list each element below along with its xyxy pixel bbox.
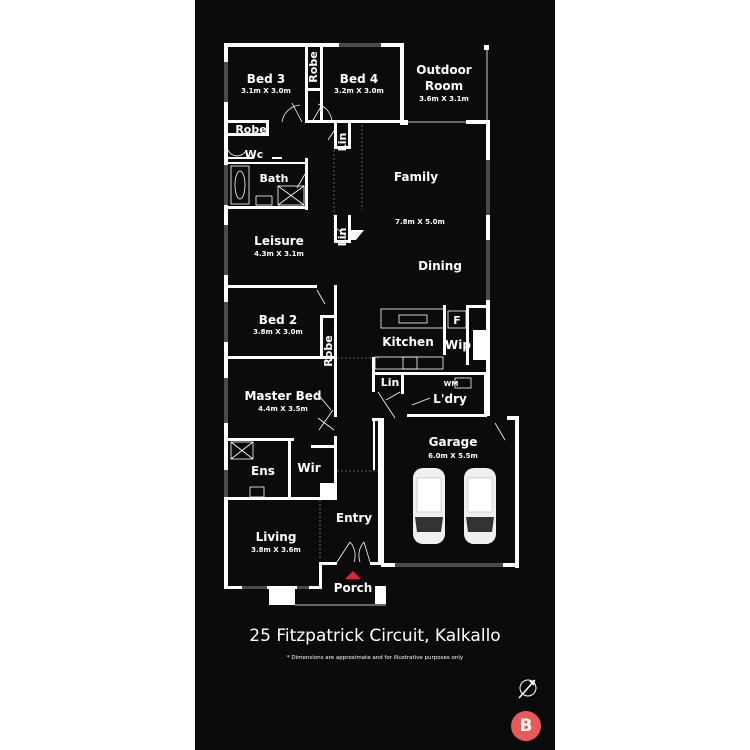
car-right	[464, 468, 496, 544]
entry-label: Entry	[336, 511, 372, 525]
wir-label: Wir	[297, 461, 320, 475]
leisure-dim: 4.3m X 3.1m	[254, 250, 304, 258]
garage-dim: 6.0m X 5.5m	[428, 452, 478, 460]
lin-kitchen-label: Lin	[381, 376, 400, 389]
living-dim: 3.8m X 3.6m	[251, 546, 301, 554]
disclaimer-text: * Dimensions are approximate and for ill…	[286, 655, 464, 661]
lin-top-label: Lin	[336, 133, 349, 152]
wip-label: Wip	[445, 338, 471, 352]
outdoor-label-1: Outdoor	[416, 63, 472, 77]
robe-left-label: Robe	[235, 123, 266, 136]
porch-label: Porch	[334, 581, 373, 595]
robe-bed2-label: Robe	[322, 335, 335, 366]
robe-top-label: Robe	[307, 51, 320, 82]
car-left	[413, 468, 445, 544]
lin-mid-label: Lin	[336, 228, 349, 247]
family-dim: 7.8m X 5.0m	[395, 218, 445, 226]
walls	[224, 43, 519, 606]
entry-marker	[345, 571, 361, 579]
north-compass-icon	[518, 679, 537, 699]
family-label: Family	[394, 170, 438, 184]
fridge-label: F	[453, 314, 461, 327]
living-label: Living	[256, 530, 297, 544]
bed3-label: Bed 3	[247, 72, 285, 86]
outdoor-dim: 3.6m X 3.1m	[419, 95, 469, 103]
dining-label: Dining	[418, 259, 462, 273]
bed4-label: Bed 4	[340, 72, 378, 86]
property-address: 25 Fitzpatrick Circuit, Kalkallo	[249, 626, 501, 646]
bath-label: Bath	[260, 172, 289, 185]
wm-label: WM	[444, 380, 459, 388]
leisure-label: Leisure	[254, 234, 304, 248]
bed4-dim: 3.2m X 3.0m	[334, 87, 384, 95]
bed3-dim: 3.1m X 3.0m	[241, 87, 291, 95]
bed2-label: Bed 2	[259, 313, 297, 327]
master-dim: 4.4m X 3.5m	[258, 405, 308, 413]
bed2-dim: 3.8m X 3.0m	[253, 328, 303, 336]
wc-label: Wc	[245, 148, 264, 161]
garage-label: Garage	[429, 435, 478, 449]
ens-label: Ens	[251, 464, 275, 478]
outdoor-label-2: Room	[425, 79, 463, 93]
logo-letter: B	[519, 716, 533, 736]
laundry-label: L'dry	[433, 392, 467, 406]
master-label: Master Bed	[244, 389, 321, 403]
room-labels: Bed 3 3.1m X 3.0m Bed 4 3.2m X 3.0m Robe…	[235, 51, 478, 595]
brand-logo: B	[511, 711, 541, 741]
kitchen-label: Kitchen	[382, 335, 434, 349]
